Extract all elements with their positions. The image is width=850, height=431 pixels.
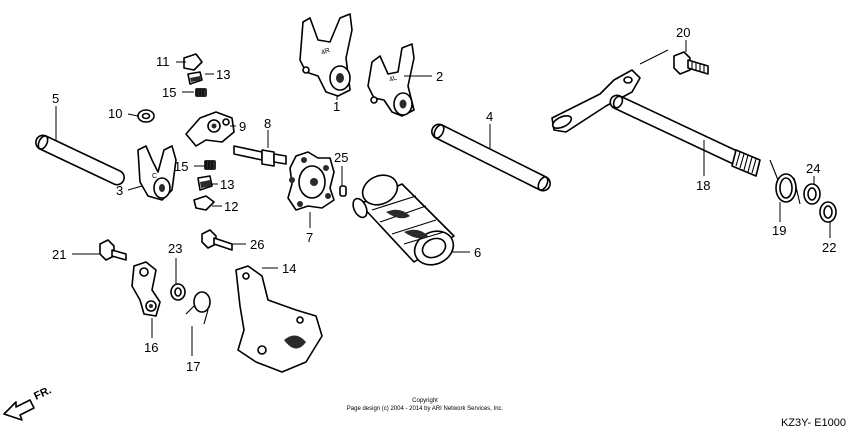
spring-15a bbox=[195, 88, 207, 97]
copyright-notice: Page design (c) 2004 - 2014 by ARI Netwo… bbox=[347, 406, 504, 412]
copyright-heading: Copyright bbox=[412, 398, 438, 404]
callout-5: 5 bbox=[52, 91, 59, 106]
callout-14: 14 bbox=[282, 261, 296, 276]
callout-15a: 15 bbox=[162, 85, 176, 100]
fork-mark-4r: 4R bbox=[320, 47, 331, 57]
spring-17 bbox=[185, 291, 211, 325]
callout-2: 2 bbox=[436, 69, 443, 84]
bolt-21 bbox=[99, 239, 127, 261]
callout-10: 10 bbox=[108, 106, 122, 121]
stopper-arm-9 bbox=[185, 111, 235, 147]
front-direction-arrow: FR. bbox=[3, 384, 53, 421]
diagram-code: KZ3Y- E1000 bbox=[781, 417, 846, 429]
pin-25 bbox=[339, 185, 347, 197]
fork-shaft-center bbox=[431, 123, 551, 192]
front-direction-label: FR. bbox=[32, 384, 53, 402]
fork-shaft-left bbox=[35, 134, 125, 186]
bolt-8 bbox=[233, 145, 287, 167]
circlip-22 bbox=[819, 201, 837, 223]
callout-15b: 15 bbox=[174, 159, 188, 174]
shift-fork-1: 4R bbox=[299, 13, 353, 97]
washer-10 bbox=[137, 109, 155, 123]
return-spring-19 bbox=[769, 159, 801, 205]
callout-16: 16 bbox=[144, 340, 158, 355]
arm-plate-16 bbox=[131, 261, 161, 317]
callout-21: 21 bbox=[52, 247, 66, 262]
callout-24: 24 bbox=[806, 161, 820, 176]
washer-23 bbox=[170, 283, 186, 301]
stopper-13b bbox=[197, 175, 213, 191]
stopper-cap-11 bbox=[183, 53, 203, 71]
fork-mark-c: C bbox=[152, 173, 157, 180]
callout-20: 20 bbox=[676, 25, 690, 40]
shift-fork-2: 4L bbox=[367, 43, 415, 117]
stopper-13a bbox=[187, 71, 203, 85]
callout-13b: 13 bbox=[220, 177, 234, 192]
callout-19: 19 bbox=[772, 223, 786, 238]
bolt-20 bbox=[673, 51, 709, 75]
callout-23: 23 bbox=[168, 241, 182, 256]
stopper-plate-14 bbox=[235, 265, 323, 373]
shift-drum-6 bbox=[352, 174, 455, 266]
callout-1: 1 bbox=[333, 99, 340, 114]
callout-25: 25 bbox=[334, 150, 348, 165]
callout-22: 22 bbox=[822, 240, 836, 255]
fork-mark-4l: 4L bbox=[388, 75, 398, 84]
bolt-26 bbox=[201, 229, 233, 251]
callout-13a: 13 bbox=[216, 67, 230, 82]
drum-center-7 bbox=[287, 151, 335, 211]
collar-12 bbox=[193, 195, 215, 211]
gearshift-spindle-18 bbox=[551, 69, 761, 177]
callout-11: 11 bbox=[156, 54, 170, 69]
callout-17: 17 bbox=[186, 359, 200, 374]
callout-8: 8 bbox=[264, 116, 271, 131]
callout-18: 18 bbox=[696, 178, 710, 193]
spring-15b bbox=[204, 160, 216, 170]
callout-3: 3 bbox=[116, 183, 123, 198]
callout-9: 9 bbox=[239, 119, 246, 134]
washer-24 bbox=[803, 183, 821, 205]
callout-12: 12 bbox=[224, 199, 238, 214]
callout-4: 4 bbox=[486, 109, 493, 124]
shift-fork-3: C bbox=[137, 145, 177, 201]
callout-6: 6 bbox=[474, 245, 481, 260]
leader-lines bbox=[55, 40, 831, 356]
callout-labels: 1 2 3 4 5 6 7 8 9 10 11 12 13 13 14 15 1… bbox=[52, 25, 836, 374]
callout-26: 26 bbox=[250, 237, 264, 252]
callout-7: 7 bbox=[306, 230, 313, 245]
